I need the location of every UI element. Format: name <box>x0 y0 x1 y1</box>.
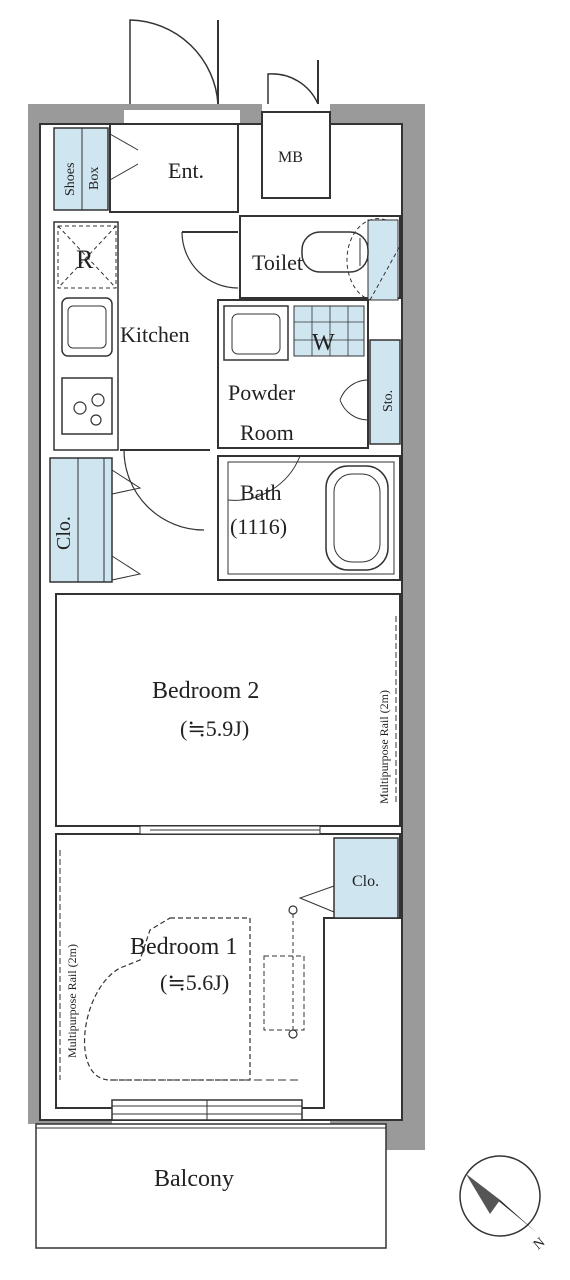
washer-area <box>293 305 365 357</box>
compass-icon: N <box>459 1155 548 1253</box>
bed-outline <box>83 917 251 1081</box>
mb-door <box>267 73 319 105</box>
label-shoes: Shoes <box>63 163 78 196</box>
label-powder: Powder <box>228 380 296 405</box>
label-kitchen: Kitchen <box>120 322 190 347</box>
label-bedroom2-size: (≒5.9J) <box>180 716 249 741</box>
stove <box>61 377 113 435</box>
entrance-door <box>129 19 219 105</box>
toilet-door <box>181 231 239 289</box>
label-mb: MB <box>278 149 303 166</box>
closet-lower <box>333 837 399 919</box>
label-bedroom1: Bedroom 1 <box>130 934 237 960</box>
label-refrigerator: R <box>76 245 94 274</box>
storage <box>369 339 401 445</box>
bedroom2 <box>55 593 401 827</box>
label-rail-bedroom1: Multipurpose Rail (2m) <box>65 944 79 1058</box>
shoes-box <box>53 127 109 211</box>
label-bath: Bath <box>240 480 282 505</box>
closet-upper <box>49 457 113 583</box>
outer-wall <box>28 104 124 1124</box>
balcony <box>35 1123 387 1249</box>
label-closet-upper: Clo. <box>53 516 75 550</box>
compass-label: N <box>531 1235 548 1253</box>
bedroom1 <box>55 833 401 1109</box>
label-toilet: Toilet <box>252 250 303 275</box>
label-bedroom1-size: (≒5.6J) <box>160 970 229 995</box>
label-rail-bedroom2: Multipurpose Rail (2m) <box>377 690 391 804</box>
label-storage: Sto. <box>381 390 396 412</box>
label-bath-size: (1116) <box>230 514 287 539</box>
ent-wall-top <box>124 104 240 110</box>
toilet-fixture <box>301 231 369 273</box>
label-box: Box <box>87 167 102 190</box>
label-bedroom2: Bedroom 2 <box>152 678 259 704</box>
label-room: Room <box>240 420 294 445</box>
label-washer: W <box>312 330 335 356</box>
bedroom-bottom-wall <box>40 1118 112 1128</box>
label-closet-lower: Clo. <box>352 873 379 890</box>
hall-door <box>123 449 205 531</box>
mb-room <box>261 111 331 199</box>
label-entrance: Ent. <box>168 158 204 183</box>
label-balcony: Balcony <box>154 1166 234 1192</box>
